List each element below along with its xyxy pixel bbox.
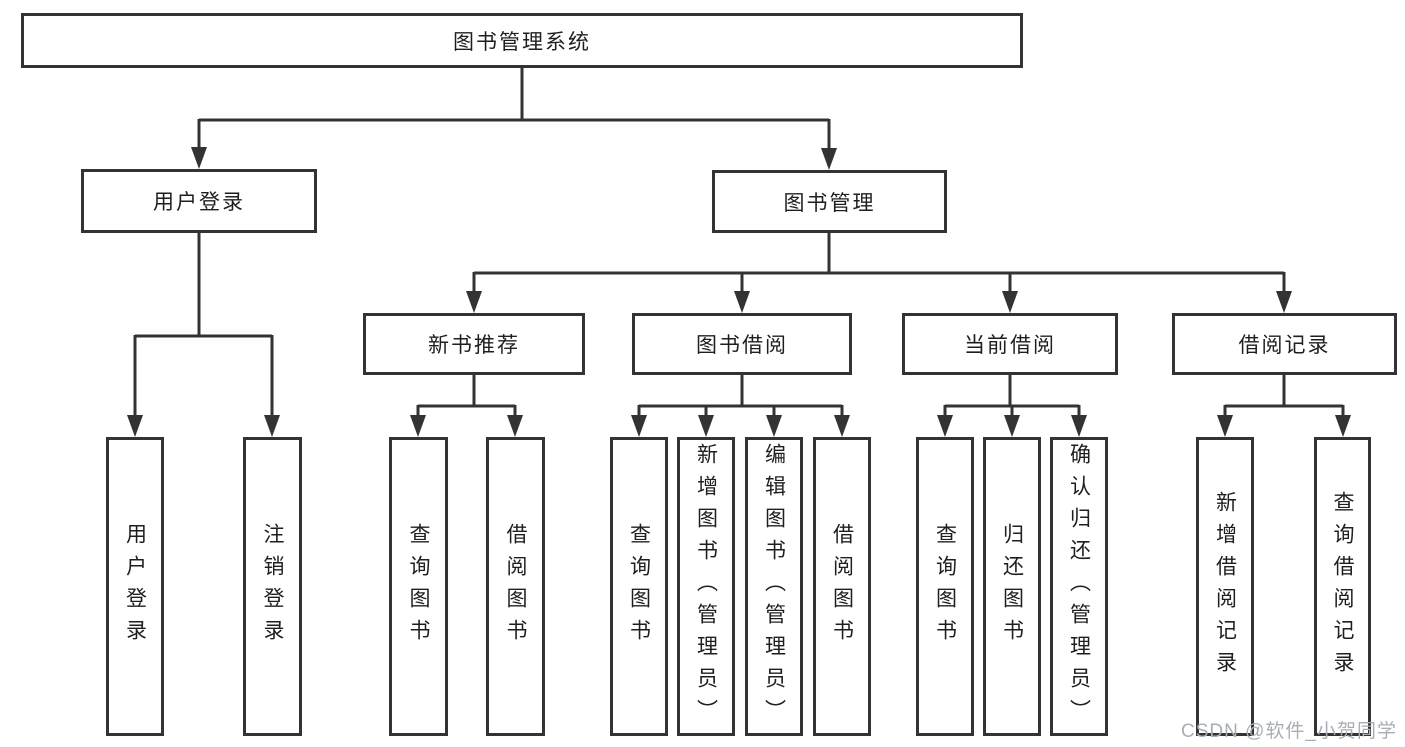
node-borrow-record: 借阅记录 [1172,313,1397,375]
leaf-confirm-return-admin: 确认归还（管理员） [1050,437,1108,736]
leaf-borrow-book: 借阅图书 [813,437,871,736]
leaf-edit-book-admin: 编辑图书（管理员） [745,437,803,736]
leaf-logout: 注销登录 [243,437,302,736]
node-book-management: 图书管理 [712,170,947,233]
leaf-query-book-recommend: 查询图书 [389,437,448,736]
node-root: 图书管理系统 [21,13,1023,68]
leaf-return-book: 归还图书 [983,437,1041,736]
leaf-user-login: 用户登录 [106,437,164,736]
node-book-borrow: 图书借阅 [632,313,852,375]
node-user-login: 用户登录 [81,169,317,233]
csdn-watermark: CSDN @软件_小贺同学 [1181,721,1397,742]
leaf-add-book-admin: 新增图书（管理员） [677,437,735,736]
leaf-query-borrow-record: 查询借阅记录 [1314,437,1371,736]
leaf-query-book-borrow: 查询图书 [610,437,668,736]
leaf-borrow-book-recommend: 借阅图书 [486,437,545,736]
node-new-book-recommend: 新书推荐 [363,313,585,375]
node-current-borrow: 当前借阅 [902,313,1118,375]
leaf-add-borrow-record: 新增借阅记录 [1196,437,1254,736]
leaf-query-book-current: 查询图书 [916,437,974,736]
